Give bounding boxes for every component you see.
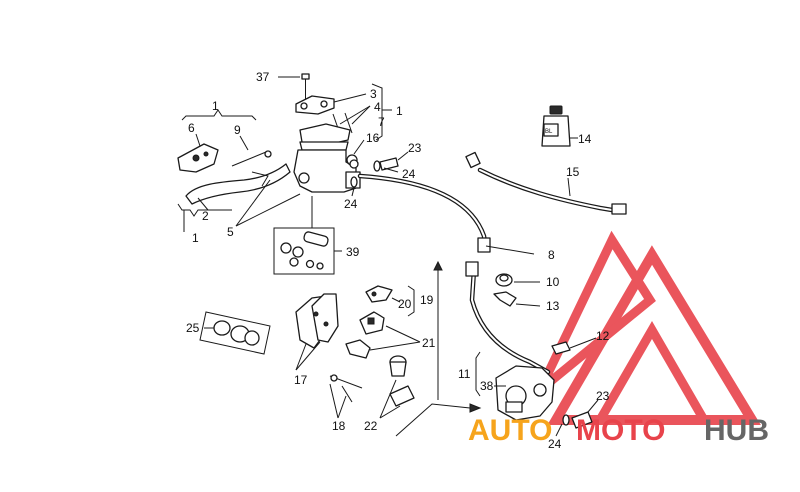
callout-25: 25	[186, 321, 200, 335]
callout-23-caliper: 23	[596, 389, 610, 403]
fittings	[493, 273, 541, 307]
watermark-triangle-inner	[592, 321, 712, 425]
callout-23-upper: 23	[408, 141, 422, 155]
watermark-word-moto: MOTO	[576, 414, 665, 447]
watermark-word-auto: AUTO	[468, 414, 552, 447]
callout-8: 8	[548, 248, 555, 262]
master-cylinder-body	[293, 149, 357, 193]
callout-12: 12	[596, 329, 610, 343]
assembly-arrows	[395, 260, 482, 437]
callout-15: 15	[566, 165, 580, 179]
sensor-cable	[465, 151, 627, 215]
watermark-logo	[535, 230, 761, 425]
callout-22: 22	[364, 419, 378, 433]
callout-14: 14	[578, 132, 592, 146]
brake-caliper	[475, 337, 599, 437]
bottle-label: BL	[545, 129, 553, 135]
callout-21: 21	[422, 336, 436, 350]
callout-37: 37	[256, 70, 270, 84]
callout-6: 6	[188, 121, 195, 135]
bolt-37	[301, 73, 310, 100]
callout-1-bottom: 1	[192, 231, 199, 245]
callout-7: 7	[378, 115, 385, 129]
brake-fluid-bottle: BL	[541, 105, 578, 147]
watermark-word-hub: HUB	[704, 414, 769, 447]
watermark-wordmark: AUTO MOTO HUB	[468, 414, 769, 447]
callout-18: 18	[332, 419, 346, 433]
caliper-bolts	[329, 355, 415, 419]
pad-springs	[345, 311, 421, 359]
callout-1-top: 1	[396, 104, 403, 118]
piston-seal-kit	[199, 311, 271, 355]
callout-17: 17	[294, 373, 308, 387]
watermark-triangle-left	[535, 230, 656, 394]
repair-kit-39	[273, 196, 342, 275]
callout-19: 19	[420, 293, 434, 307]
callout-24-caliper: 24	[548, 437, 562, 451]
lever-assembly	[177, 109, 301, 232]
callout-24-lower: 24	[344, 197, 358, 211]
callout-1-lever: 1	[212, 99, 219, 113]
callout-2: 2	[202, 209, 209, 223]
callout-11: 11	[458, 367, 471, 381]
callout-labels: 37 3 4 7 1 16 23 24 24 1 6 9 2 5 1 14 15…	[186, 70, 610, 451]
brake-hose	[357, 173, 551, 375]
callout-9: 9	[234, 123, 241, 137]
callout-3: 3	[370, 87, 377, 101]
callout-5: 5	[227, 225, 234, 239]
callout-20: 20	[398, 297, 412, 311]
brake-lever	[185, 163, 291, 205]
callout-16: 16	[366, 131, 380, 145]
callout-10: 10	[546, 275, 560, 289]
callout-4: 4	[374, 100, 381, 114]
callout-24-right: 24	[402, 167, 416, 181]
pad-pin	[365, 285, 415, 317]
callout-39: 39	[346, 245, 360, 259]
brake-pads	[295, 293, 339, 371]
master-cylinder-assembly	[278, 73, 409, 197]
callout-38: 38	[480, 379, 494, 393]
callout-13: 13	[546, 299, 560, 313]
